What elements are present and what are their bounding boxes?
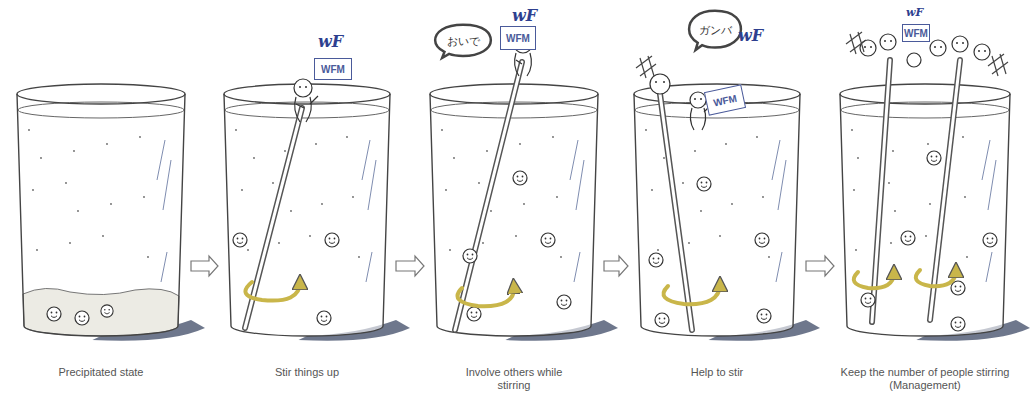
step-arrow xyxy=(396,256,424,276)
wfm-sign: WFM xyxy=(500,26,536,50)
speech-bubble: おいで xyxy=(434,24,492,58)
beaker-stage: Stir things up xyxy=(222,80,392,342)
beaker-outline xyxy=(15,80,187,342)
wfm-sign: WFM xyxy=(902,24,930,42)
wfm-sign: WFM xyxy=(314,58,352,80)
stage-caption: Stir things up xyxy=(232,366,382,379)
stage-caption: Involve others while stirring xyxy=(459,366,569,392)
stage-caption: Help to stir xyxy=(642,366,792,379)
beaker-stage: Involve others while stirring xyxy=(428,80,600,342)
sign-text: WFM xyxy=(506,33,530,44)
beaker-outline xyxy=(838,80,1012,342)
handwritten-mark: wF xyxy=(738,26,763,45)
beaker-stage: Precipitated state xyxy=(15,80,187,342)
beaker-outline xyxy=(632,80,802,342)
sign-text: WFM xyxy=(712,92,738,108)
handwritten-mark: wF xyxy=(512,6,537,25)
beaker-outline xyxy=(428,80,600,342)
handwritten-mark: wF xyxy=(318,32,343,51)
sign-text: WFM xyxy=(904,28,928,39)
speech-bubble: ガンバ xyxy=(688,10,742,50)
speech-text: おいで xyxy=(447,34,480,49)
step-arrow xyxy=(191,256,218,276)
stage-caption: Precipitated state xyxy=(26,366,176,379)
step-arrow xyxy=(604,256,628,276)
speech-text: ガンバ xyxy=(699,23,732,38)
beaker-stage: Help to stir xyxy=(632,80,802,342)
step-arrow xyxy=(806,256,834,276)
beaker-stage: Keep the number of people stirring (Mana… xyxy=(838,80,1012,342)
stage-caption: Keep the number of people stirring (Mana… xyxy=(835,366,1015,392)
person-eyes xyxy=(299,40,986,100)
sign-text: WFM xyxy=(321,64,345,75)
handwritten-mark: wF xyxy=(906,6,923,19)
beaker-outline xyxy=(222,80,392,342)
